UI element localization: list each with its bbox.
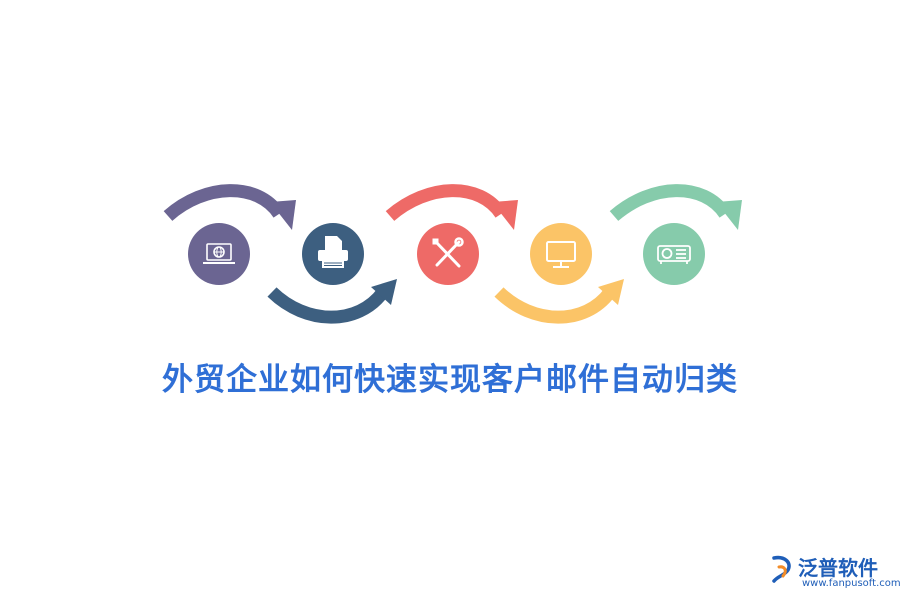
step-3 xyxy=(417,223,479,285)
wrench-screwdriver-icon xyxy=(432,237,464,268)
step-1 xyxy=(188,223,250,285)
projector-icon xyxy=(657,245,691,264)
monitor-icon xyxy=(546,241,576,268)
brand-logo-block[interactable]: 泛普软件 www.fanpusoft.com xyxy=(770,552,900,596)
page-title: 外贸企业如何快速实现客户邮件自动归类 xyxy=(162,362,738,398)
brand-url: www.fanpusoft.com xyxy=(802,578,900,589)
flow-arrow-1 xyxy=(163,184,296,230)
step-4 xyxy=(530,223,592,285)
step-2 xyxy=(302,223,364,285)
brand-logo-icon xyxy=(772,555,791,583)
flow-arrow-4 xyxy=(494,279,624,324)
flow-arrow-2 xyxy=(267,279,397,324)
step-5 xyxy=(643,223,705,285)
flow-arrow-3 xyxy=(385,184,518,230)
printer-icon xyxy=(318,236,348,268)
laptop-globe-icon xyxy=(203,243,235,264)
brand-name: 泛普软件 xyxy=(798,556,878,580)
flow-arrow-5 xyxy=(609,184,742,230)
